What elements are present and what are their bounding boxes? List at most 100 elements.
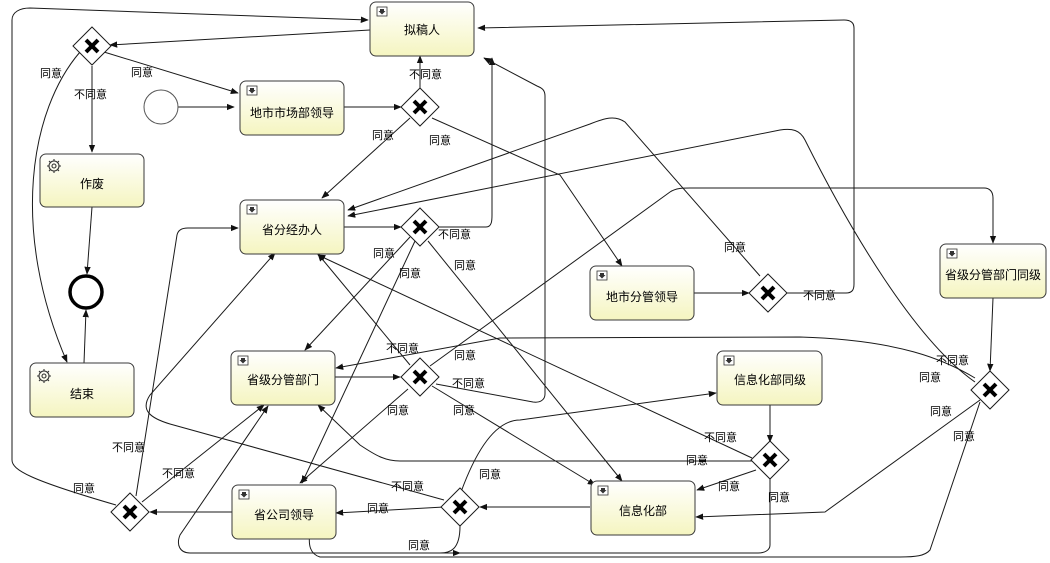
edge-label: 不同意 bbox=[74, 87, 107, 101]
edge-label: 不同意 bbox=[112, 440, 145, 454]
edge-g8-to-prov-branch-dept bbox=[317, 404, 752, 462]
task-label: 地市分管领导 bbox=[606, 289, 678, 304]
exclusive-gateway-g6[interactable] bbox=[400, 357, 440, 397]
edge-label: 不同意 bbox=[386, 341, 419, 355]
edge-void-to-end bbox=[84, 206, 93, 275]
edge-label: 不同意 bbox=[409, 67, 442, 81]
edge-g2-to-city-branch-lead bbox=[431, 117, 623, 267]
user-task-icon bbox=[246, 204, 258, 215]
edge-g3-to-prov-branch-dept bbox=[304, 236, 411, 351]
edge-g4-to-drafter bbox=[477, 19, 855, 294]
user-task-icon bbox=[246, 85, 258, 96]
edge-label: 同意 bbox=[724, 240, 746, 254]
edge-g5-to-it-dept bbox=[695, 399, 981, 520]
edge-label: 同意 bbox=[953, 429, 975, 443]
exclusive-gateway-g7[interactable] bbox=[440, 487, 480, 527]
edge-g3-to-prov-company-lead bbox=[301, 240, 416, 484]
edge-g3-to-it-dept bbox=[427, 240, 623, 482]
edge-finish-to-end bbox=[82, 309, 89, 364]
task-city-market-lead[interactable]: 地市市场部领导 bbox=[239, 80, 345, 136]
task-void[interactable]: 作废 bbox=[39, 153, 145, 208]
gear-icon bbox=[37, 369, 51, 383]
exclusive-gateway-g1[interactable] bbox=[72, 26, 112, 66]
start-event[interactable] bbox=[143, 89, 179, 125]
edge-g3-to-drafter bbox=[438, 57, 496, 228]
task-prov-branch-dept[interactable]: 省级分管部门 bbox=[230, 350, 336, 406]
task-label: 省级分管部门同级 bbox=[945, 267, 1041, 282]
task-finish[interactable]: 结束 bbox=[29, 362, 135, 418]
edge-label: 同意 bbox=[453, 403, 475, 417]
edge-g4-to-prov-handler bbox=[347, 117, 761, 277]
gear-icon bbox=[47, 159, 61, 173]
task-label: 作废 bbox=[80, 176, 104, 191]
edge-g7-to-it-dept-same bbox=[460, 390, 717, 493]
task-label: 拟稿人 bbox=[404, 22, 440, 37]
user-task-icon bbox=[723, 355, 735, 366]
task-it-dept[interactable]: 信息化部 bbox=[590, 480, 696, 536]
edge-label: 同意 bbox=[387, 403, 409, 417]
edge-g9-to-drafter bbox=[11, 7, 369, 506]
edge-g8-to-prov-handler bbox=[317, 254, 753, 459]
edge-label: 同意 bbox=[399, 266, 421, 280]
edge-g1-to-city-market-lead bbox=[103, 51, 239, 94]
edge-g8-to-it-dept bbox=[696, 469, 757, 491]
edge-g7-to-it-dept-lower bbox=[439, 525, 461, 557]
edge-labels: 同意 同意 不同意 不同意 同意 同意 不同意 同意 同意 同意 同意 不同意 … bbox=[40, 65, 975, 552]
task-prov-handler[interactable]: 省分经办人 bbox=[239, 199, 345, 255]
edge-label: 同意 bbox=[373, 246, 395, 260]
edge-label: 同意 bbox=[367, 501, 389, 515]
task-prov-branch-same[interactable]: 省级分管部门同级 bbox=[939, 243, 1047, 299]
task-label: 省公司领导 bbox=[254, 508, 314, 522]
edge-label: 同意 bbox=[408, 538, 430, 552]
edge-drafter-to-g1 bbox=[109, 29, 371, 48]
task-drafter[interactable]: 拟稿人 bbox=[369, 1, 475, 57]
edge-label: 同意 bbox=[686, 453, 708, 467]
exclusive-gateway-g9[interactable] bbox=[110, 492, 150, 532]
edge-g6-to-prov-company-lead bbox=[299, 388, 409, 484]
edge-g8-to-prov-company-lead bbox=[177, 405, 771, 554]
edge-g9-to-prov-handler bbox=[135, 224, 239, 497]
edge-g5-to-prov-handler bbox=[347, 128, 976, 383]
task-prov-company-lead[interactable]: 省公司领导 bbox=[231, 484, 337, 540]
user-task-icon bbox=[237, 355, 249, 366]
edge-label: 同意 bbox=[131, 65, 153, 79]
edge-g5-to-prov-company-lead bbox=[305, 401, 981, 558]
edge-label: 不同意 bbox=[391, 479, 424, 493]
task-label: 省分经办人 bbox=[262, 222, 322, 237]
exclusive-gateway-g3[interactable] bbox=[400, 207, 440, 247]
exclusive-gateway-g2[interactable] bbox=[400, 87, 440, 127]
edge-label: 同意 bbox=[40, 66, 62, 80]
edge-g7-to-prov-company-lead bbox=[335, 506, 445, 516]
edge-label: 同意 bbox=[768, 490, 790, 504]
edge-g9-to-prov-branch-dept bbox=[141, 404, 265, 503]
edge-label: 不同意 bbox=[803, 288, 836, 302]
edge-label: 不同意 bbox=[936, 353, 969, 367]
edge-label: 同意 bbox=[479, 467, 501, 481]
task-label: 结束 bbox=[70, 387, 94, 401]
edge-label: 同意 bbox=[718, 479, 740, 493]
task-label: 省级分管部门 bbox=[247, 372, 319, 387]
user-task-icon bbox=[376, 6, 388, 17]
edge-g6-to-drafter bbox=[435, 57, 546, 403]
task-label: 信息化部 bbox=[619, 503, 667, 518]
end-event[interactable] bbox=[68, 274, 104, 310]
task-city-branch-lead[interactable]: 地市分管领导 bbox=[589, 265, 695, 321]
edge-prov-branch-same-to-g5 bbox=[987, 297, 994, 372]
edge-label: 同意 bbox=[372, 128, 394, 142]
edge-g2-to-prov-handler bbox=[321, 117, 411, 199]
exclusive-gateway-g8[interactable] bbox=[750, 440, 790, 480]
edge-label: 同意 bbox=[919, 370, 941, 384]
edge-label: 不同意 bbox=[452, 376, 485, 390]
user-task-icon bbox=[597, 485, 609, 496]
edge-label: 同意 bbox=[454, 348, 476, 362]
edge-label: 不同意 bbox=[438, 227, 471, 241]
exclusive-gateway-g5[interactable] bbox=[970, 370, 1010, 410]
task-it-dept-same[interactable]: 信息化部同级 bbox=[716, 350, 823, 406]
exclusive-gateway-g4[interactable] bbox=[748, 273, 788, 313]
edge-label: 同意 bbox=[930, 404, 952, 418]
edge-g5-to-prov-branch-dept bbox=[335, 336, 976, 379]
user-task-icon bbox=[238, 489, 250, 500]
edge-label: 同意 bbox=[454, 258, 476, 272]
edge-label: 不同意 bbox=[704, 430, 737, 444]
user-task-icon bbox=[596, 270, 608, 281]
